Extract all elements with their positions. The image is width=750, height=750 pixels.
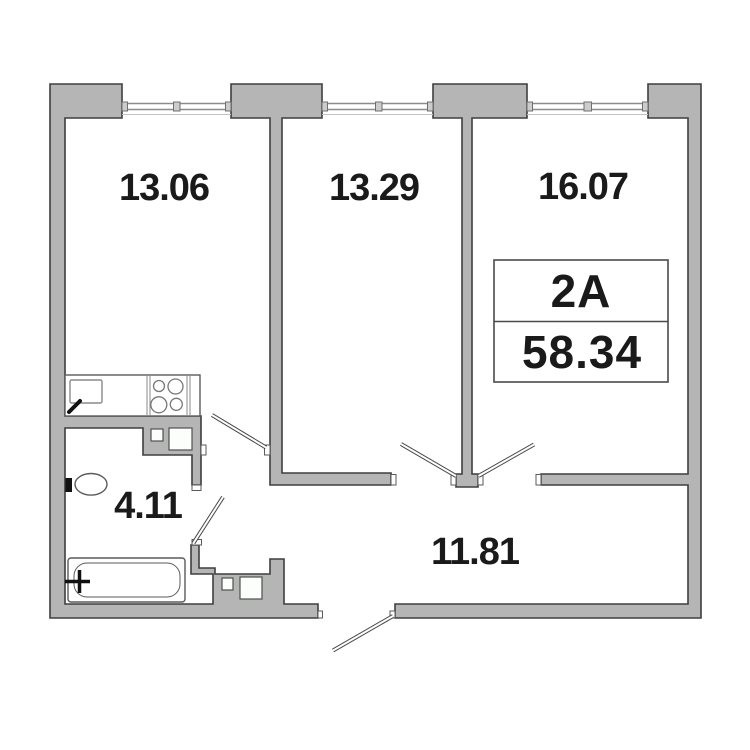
vent-shaft <box>150 428 164 442</box>
door-jamb <box>191 484 202 491</box>
door-kitchen <box>210 413 268 450</box>
vent-shaft <box>239 576 263 600</box>
door-jamb <box>317 610 323 619</box>
kitchen-sink-icon <box>67 379 103 414</box>
room-area-label-hallway: 11.81 <box>431 531 520 573</box>
stove-burner <box>150 396 168 414</box>
door-jamb <box>264 444 271 456</box>
unit-total-area-label: 58.34 <box>522 326 642 378</box>
window-living-kitchen <box>121 101 232 115</box>
room-area-label-bedroom-1: 13.29 <box>329 167 419 209</box>
wall-right-exterior-assembly <box>394 83 702 619</box>
unit-type-label: 2A <box>551 265 612 317</box>
window-bedroom-1 <box>321 101 434 115</box>
room-area-label-bedroom-2: 16.07 <box>538 166 628 208</box>
door-bedroom-2 <box>477 442 535 478</box>
door-jamb <box>535 474 542 486</box>
stove-burner <box>152 379 166 393</box>
door-jamb <box>200 444 207 456</box>
vent-shaft <box>221 577 234 591</box>
room-area-label-bathroom: 4.11 <box>114 485 183 527</box>
stove-burner <box>167 378 184 395</box>
toilet-icon <box>65 472 108 496</box>
sink-tap-icon <box>67 399 82 414</box>
window-bedroom-2 <box>526 101 649 115</box>
bathtub-icon <box>65 557 186 603</box>
door-jamb <box>390 474 397 486</box>
vent-shaft <box>168 427 193 451</box>
door-entrance <box>332 614 394 653</box>
unit-info-box: 2A 58.34 <box>493 259 669 383</box>
wall-interior-room1-room2 <box>230 83 392 486</box>
wall-interior-room2-room3 <box>432 83 528 488</box>
door-bathroom <box>191 495 225 545</box>
room-area-label-living-kitchen: 13.06 <box>119 167 209 209</box>
door-bedroom-1 <box>399 442 458 478</box>
stove-burner <box>169 397 183 411</box>
stove-burners-icon <box>150 378 184 414</box>
